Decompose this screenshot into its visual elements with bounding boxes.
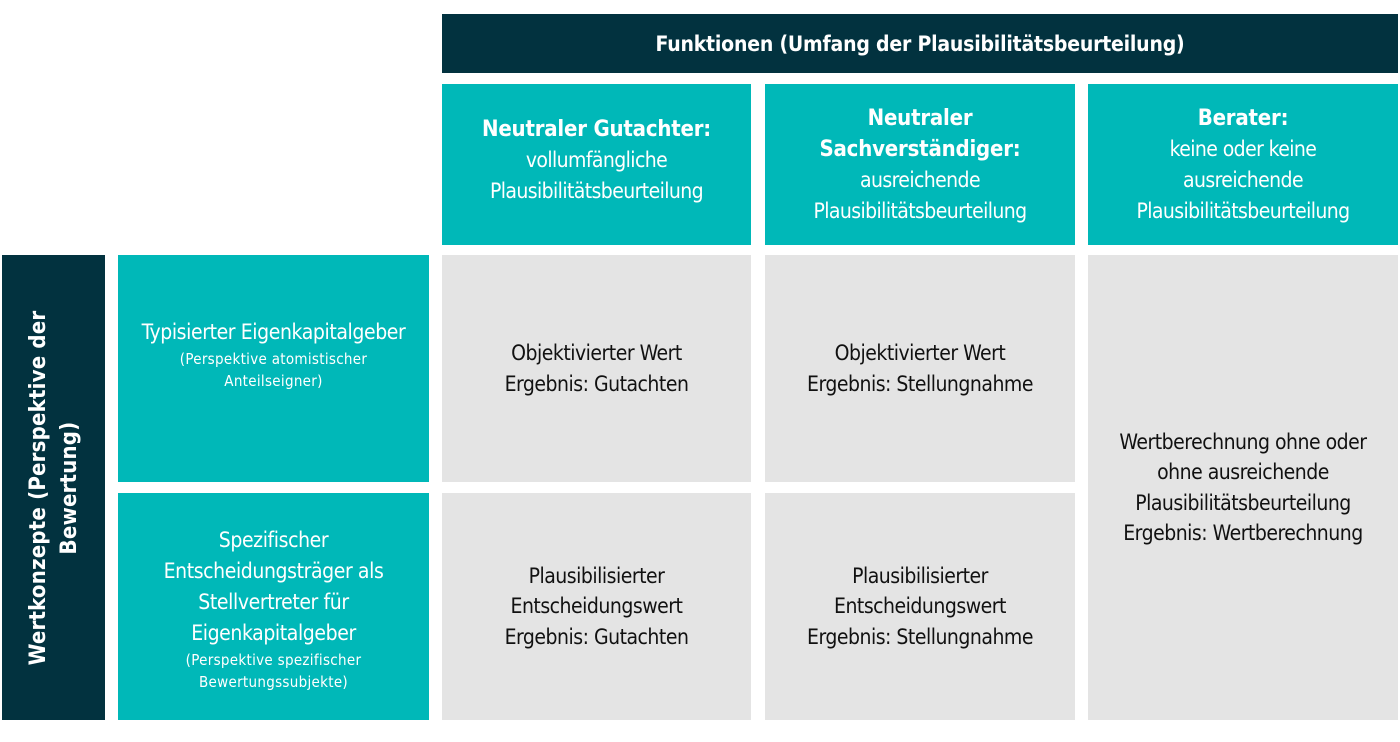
column-header-desc: keine oder keine — [1169, 136, 1317, 161]
cell-line: Ergebnis: Gutachten — [504, 624, 689, 649]
value-concepts-header-line: Wertkonzepte (Perspektive der — [25, 310, 51, 665]
column-header-desc: vollumfängliche — [525, 148, 668, 172]
row-header-sub: (Perspektive atomistischer — [179, 350, 368, 368]
cell-line: Ergebnis: Stellungnahme — [807, 371, 1033, 396]
column-header-title: Neutraler — [867, 105, 973, 131]
row-header-title: Typisierter Eigenkapitalgeber — [141, 320, 406, 344]
column-header-desc: ausreichende — [860, 167, 981, 192]
cell-line: Ergebnis: Wertberechnung — [1123, 521, 1363, 545]
row-header-sub: Bewertungssubjekte) — [198, 672, 349, 691]
row-header-title: Entscheidungsträger als — [163, 558, 384, 583]
column-header-title: Neutraler Gutachter: — [481, 117, 712, 142]
column-header-title: Berater: — [1197, 105, 1289, 131]
cell-line: Ergebnis: Gutachten — [504, 371, 689, 396]
cell-line: Entscheidungswert — [834, 594, 1006, 619]
value-concepts-header: Wertkonzepte (Perspektive der Bewertung) — [2, 255, 105, 720]
row-header-sub: (Perspektive spezifischer — [185, 650, 362, 669]
cell-line: Ergebnis: Stellungnahme — [807, 624, 1033, 649]
column-header-desc: Plausibilitätsbeurteilung — [489, 179, 704, 203]
column-header-desc: ausreichende — [1183, 167, 1304, 192]
cell-line: ohne ausreichende — [1157, 460, 1329, 484]
cell-line: Wertberechnung ohne oder — [1119, 429, 1367, 454]
cell-line: Entscheidungswert — [510, 594, 683, 619]
row-header-sub: Anteilseigner) — [224, 372, 323, 390]
value-concepts-header-line: Bewertung) — [56, 421, 82, 554]
value-concepts-header-text: Wertkonzepte (Perspektive der Bewertung) — [23, 255, 85, 720]
row-header-title: Eigenkapitalgeber — [191, 620, 356, 645]
column-header-desc: Plausibilitätsbeurteilung — [813, 198, 1027, 223]
cell-line: Plausibilisierter — [528, 563, 665, 588]
row-header-spezifischer-entscheidungstraeger: Spezifischer Entscheidungsträger als Ste… — [118, 493, 429, 720]
row-header-typisierter-eigenkapitalgeber: Typisierter Eigenkapitalgeber (Perspekti… — [118, 255, 429, 482]
column-header-neutral-gutachter: Neutraler Gutachter: vollumfängliche Pla… — [442, 84, 751, 245]
functions-header-title: Funktionen (Umfang der Plausibilitätsbeu… — [655, 31, 1185, 56]
cell-c3-merged: Wertberechnung ohne oder ohne ausreichen… — [1088, 255, 1398, 720]
cell-r2-c2: Plausibilisierter Entscheidungswert Erge… — [765, 493, 1075, 720]
column-header-berater: Berater: keine oder keine ausreichende P… — [1088, 84, 1398, 245]
cell-r1-c2: Objektivierter Wert Ergebnis: Stellungna… — [765, 255, 1075, 482]
column-header-neutral-sachverstaendiger: Neutraler Sachverständiger: ausreichende… — [765, 84, 1075, 245]
column-header-desc: Plausibilitätsbeurteilung — [1136, 198, 1350, 223]
cell-r1-c1: Objektivierter Wert Ergebnis: Gutachten — [442, 255, 751, 482]
column-header-title: Sachverständiger: — [819, 136, 1021, 162]
cell-line: Plausibilisierter — [852, 563, 988, 588]
row-header-title: Stellvertreter für — [198, 589, 349, 614]
cell-line: Objektivierter Wert — [834, 341, 1006, 365]
cell-r2-c1: Plausibilisierter Entscheidungswert Erge… — [442, 493, 751, 720]
functions-header: Funktionen (Umfang der Plausibilitätsbeu… — [442, 14, 1398, 73]
cell-line: Objektivierter Wert — [511, 341, 682, 365]
cell-line: Plausibilitätsbeurteilung — [1135, 490, 1351, 515]
row-header-title: Spezifischer — [218, 527, 329, 552]
